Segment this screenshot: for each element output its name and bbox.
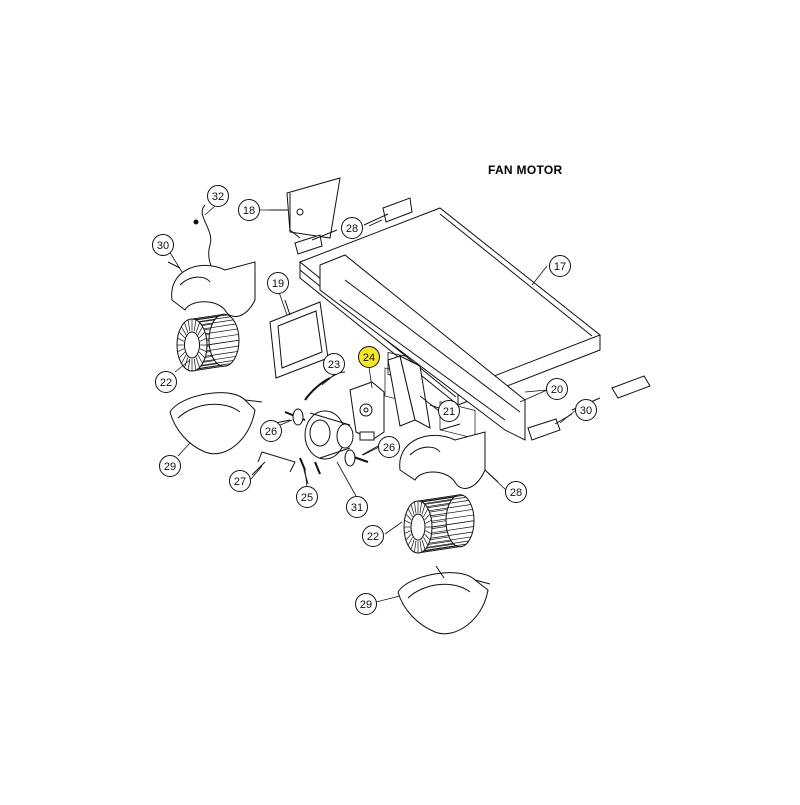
callout-circle bbox=[575, 399, 597, 421]
blower-housing-left bbox=[167, 261, 256, 318]
diagram-title: FAN MOTOR bbox=[488, 163, 563, 177]
blower-wheel-left bbox=[176, 313, 240, 372]
shaft-coupling-right bbox=[344, 445, 379, 467]
callout-circle bbox=[207, 185, 229, 207]
callout-circle bbox=[378, 436, 400, 458]
callout-19: 19 bbox=[267, 272, 289, 294]
callout-28: 28 bbox=[505, 481, 527, 503]
callout-circle bbox=[505, 481, 527, 503]
motor-bracket bbox=[349, 381, 385, 441]
screws bbox=[299, 457, 321, 485]
callout-circle bbox=[155, 371, 177, 393]
clip-top bbox=[294, 197, 413, 255]
callout-31: 31 bbox=[346, 496, 368, 518]
scroll-cover-left bbox=[169, 392, 263, 455]
callout-24: 24 bbox=[358, 346, 380, 368]
motor-strap bbox=[304, 371, 346, 401]
gasket-plate bbox=[269, 299, 329, 379]
top-bracket bbox=[269, 177, 341, 239]
callout-circle bbox=[238, 199, 260, 221]
callout-circle bbox=[346, 496, 368, 518]
callout-29: 29 bbox=[355, 593, 377, 615]
callout-circle bbox=[358, 346, 380, 368]
callout-22: 22 bbox=[155, 371, 177, 393]
callout-circle bbox=[438, 400, 460, 422]
blower-housing-right bbox=[399, 423, 499, 489]
callout-circle bbox=[229, 470, 251, 492]
fan-motor bbox=[284, 410, 369, 463]
callout-layer: 32 18 30 28 17 19 23 24 22 20 30 21 26 26 29 27 28 25 31 22… bbox=[152, 185, 597, 615]
callout-circle bbox=[323, 353, 345, 375]
callout-29: 29 bbox=[159, 455, 181, 477]
callout-circle bbox=[159, 455, 181, 477]
callout-circle bbox=[549, 255, 571, 277]
blower-wheel-right bbox=[403, 494, 475, 554]
callout-22: 22 bbox=[362, 525, 384, 547]
scroll-cover-right bbox=[397, 565, 491, 635]
callout-32: 32 bbox=[207, 185, 229, 207]
callout-circle bbox=[362, 525, 384, 547]
callout-26: 26 bbox=[260, 420, 282, 442]
callout-circle bbox=[341, 217, 363, 239]
callout-17: 17 bbox=[549, 255, 571, 277]
motor-clamp bbox=[251, 451, 296, 476]
callout-circle bbox=[152, 234, 174, 256]
callout-30: 30 bbox=[575, 399, 597, 421]
callout-21: 21 bbox=[438, 400, 460, 422]
callout-18: 18 bbox=[238, 199, 260, 221]
callout-circle bbox=[260, 420, 282, 442]
motor-mount-bracket bbox=[387, 355, 446, 429]
callout-20: 20 bbox=[546, 378, 568, 400]
callout-23: 23 bbox=[323, 353, 345, 375]
callout-circle bbox=[296, 486, 318, 508]
callout-26: 26 bbox=[378, 436, 400, 458]
callout-circle bbox=[546, 378, 568, 400]
callout-30: 30 bbox=[152, 234, 174, 256]
callout-circle bbox=[355, 593, 377, 615]
callout-circle bbox=[267, 272, 289, 294]
callout-27: 27 bbox=[229, 470, 251, 492]
callout-25: 25 bbox=[296, 486, 318, 508]
callout-28: 28 bbox=[341, 217, 363, 239]
shaft-coupling-left bbox=[270, 408, 304, 426]
